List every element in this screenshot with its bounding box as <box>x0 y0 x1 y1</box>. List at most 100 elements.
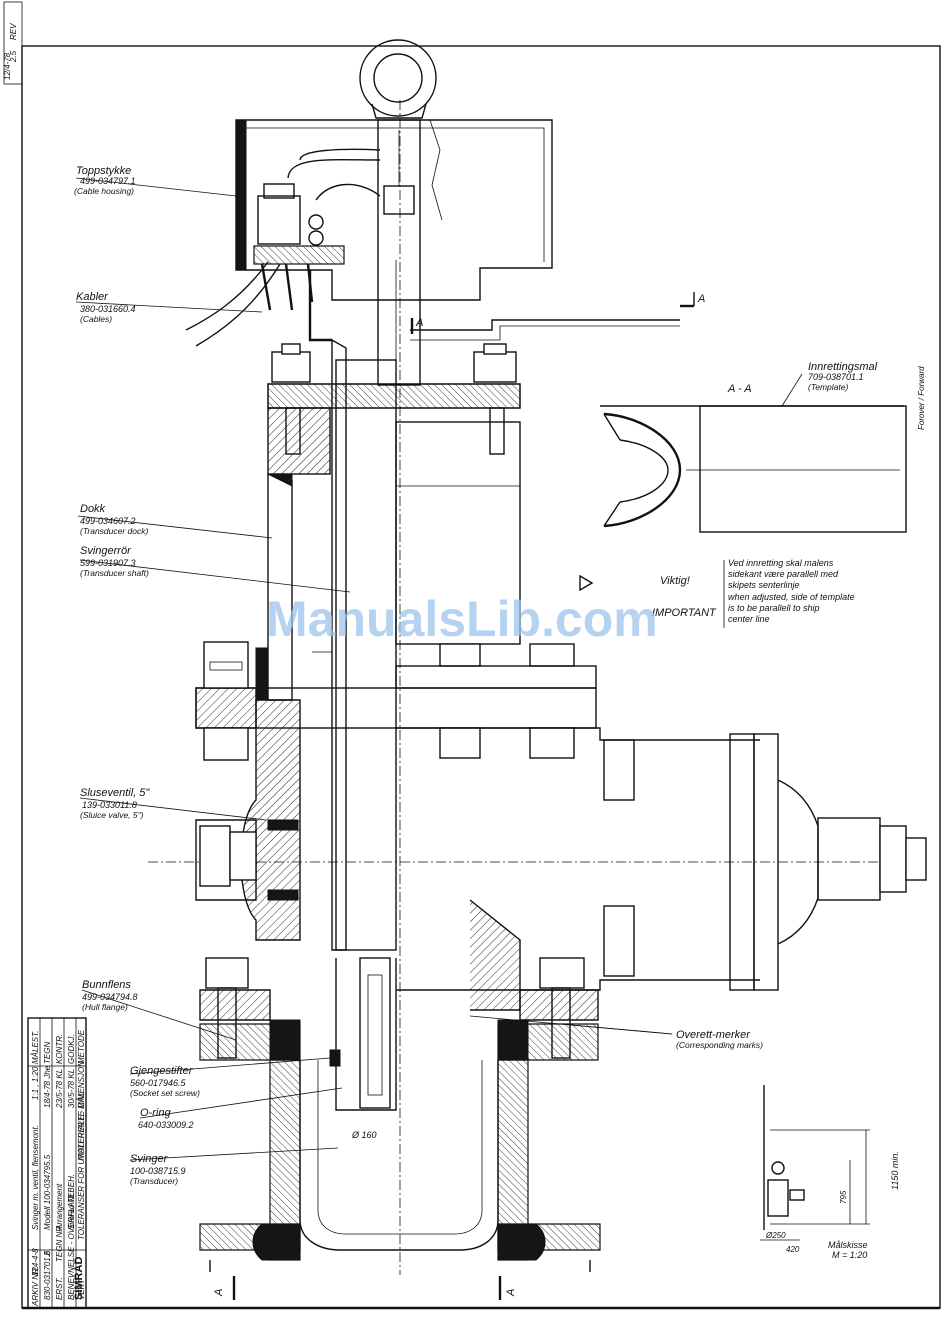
svg-text:(Template): (Template) <box>808 382 848 392</box>
svg-text:Svinger: Svinger <box>130 1153 169 1165</box>
dimension-labels: Ø 160 1150 min. 795 Ø250 420 Målskisse M… <box>351 1130 900 1260</box>
svg-text:O-ring: O-ring <box>140 1107 171 1119</box>
svg-text:(Hull flange): (Hull flange) <box>82 1002 128 1012</box>
dimension-sketch <box>760 1085 870 1241</box>
svg-text:640-033009.2: 640-033009.2 <box>138 1120 194 1130</box>
drawing-border <box>21 45 941 1310</box>
svg-text:ARKIV NR.: ARKIV NR. <box>31 1266 40 1307</box>
svg-text:Bunnflens: Bunnflens <box>82 979 131 991</box>
svg-text:(Cables): (Cables) <box>80 314 112 324</box>
svg-text:is to be parallell to ship: is to be parallell to ship <box>728 603 820 613</box>
callout-kabler: Kabler 380-031660.4 (Cables) <box>76 291 136 324</box>
svg-text:Arrangement: Arrangement <box>55 1183 64 1231</box>
svg-text:830-031701.6: 830-031701.6 <box>43 1250 52 1300</box>
svg-text:KONTR.: KONTR. <box>55 1034 64 1064</box>
svg-text:139-033011.8: 139-033011.8 <box>82 800 137 810</box>
svg-text:Målskisse: Målskisse <box>828 1240 868 1250</box>
transducer-shaft <box>331 338 397 1111</box>
svg-text:GODKJ.: GODKJ. <box>67 1034 76 1064</box>
section-a-a-view <box>600 405 907 533</box>
svg-text:when adjusted, side of templat: when adjusted, side of template <box>728 592 855 602</box>
svg-text:A - A: A - A <box>727 383 752 395</box>
svg-text:skipets senterlinje: skipets senterlinje <box>728 580 800 590</box>
svg-text:100-038715.9: 100-038715.9 <box>130 1166 186 1176</box>
svg-text:499-034797.1: 499-034797.1 <box>80 176 136 186</box>
svg-text:M = 1:20: M = 1:20 <box>832 1250 867 1260</box>
callout-toppstykke: Toppstykke 499-034797.1 (Cable housing) <box>74 165 136 196</box>
cable-housing <box>235 119 553 311</box>
title-block: MÅLEST. 1:1 , 1:20 TEGN 18/4-78 Jhe KONT… <box>27 1017 87 1309</box>
svg-text:MATERIALE - DIMENSJON: MATERIALE - DIMENSJON <box>77 1061 86 1160</box>
svg-text:709-038701.1: 709-038701.1 <box>808 372 864 382</box>
svg-text:BENEVNELSE - OVERFLATEBEH.: BENEVNELSE - OVERFLATEBEH. <box>67 1174 76 1300</box>
svg-text:Ø 160: Ø 160 <box>351 1130 377 1140</box>
svg-text:499-034607.2: 499-034607.2 <box>80 516 136 526</box>
svg-text:A: A <box>213 1289 225 1297</box>
callout-dokk: Dokk 499-034607.2 (Transducer dock) <box>80 503 149 536</box>
section-labels: A - A A A A A Forover / Forward <box>213 293 926 1297</box>
svg-text:Forover / Forward: Forover / Forward <box>917 366 926 430</box>
svg-text:(Transducer shaft): (Transducer shaft) <box>80 568 149 578</box>
valve-upper-flange <box>195 641 597 761</box>
revision-block: REV 2.5 12/4-78 <box>3 1 23 85</box>
svg-text:IMPORTANT: IMPORTANT <box>652 607 717 619</box>
callout-overett: Overett-merker (Corresponding marks) <box>676 1029 763 1050</box>
callout-innrettingsmal: Innrettingsmal 709-038701.1 (Template) <box>808 361 878 392</box>
svg-text:(Socket set screw): (Socket set screw) <box>130 1088 200 1098</box>
lifting-eye <box>359 39 437 119</box>
svg-text:(Transducer): (Transducer) <box>130 1176 178 1186</box>
svg-text:420: 420 <box>786 1245 800 1254</box>
svg-text:Dokk: Dokk <box>80 503 106 515</box>
svg-text:REV: REV <box>9 23 18 40</box>
svg-text:560-017946.5: 560-017946.5 <box>130 1078 187 1088</box>
callout-sluseventil: Sluseventil, 5" 139-033011.8 (Sluice val… <box>80 787 150 820</box>
svg-text:Innrettingsmal: Innrettingsmal <box>808 361 878 373</box>
svg-text:ERST.: ERST. <box>55 1277 64 1300</box>
svg-text:A: A <box>505 1289 517 1297</box>
svg-text:Overett-merker: Overett-merker <box>676 1029 751 1041</box>
svg-text:124-4-8: 124-4-8 <box>31 1248 40 1276</box>
svg-text:(Sluice valve, 5"): (Sluice valve, 5") <box>80 810 144 820</box>
svg-text:Toppstykke: Toppstykke <box>76 165 131 177</box>
svg-text:Svinger m. ventil, flensemont.: Svinger m. ventil, flensemont. <box>31 1125 40 1230</box>
svg-text:A: A <box>697 293 705 305</box>
svg-text:30/5-78 KL: 30/5-78 KL <box>67 1069 76 1108</box>
transducer-housing <box>199 1049 601 1272</box>
svg-text:Simrad NL: Simrad NL <box>67 1192 76 1230</box>
svg-text:599-031907.3: 599-031907.3 <box>80 558 136 568</box>
svg-text:2: 2 <box>43 1251 52 1257</box>
svg-text:499-034794.8: 499-034794.8 <box>82 992 138 1002</box>
svg-text:Viktig!: Viktig! <box>660 575 690 587</box>
svg-text:Gjengestifter: Gjengestifter <box>130 1065 194 1077</box>
svg-text:VEKT: VEKT <box>77 1278 86 1300</box>
svg-text:METODE: METODE <box>77 1029 86 1064</box>
sluice-valve <box>195 699 927 1011</box>
svg-text:TEGN: TEGN <box>43 1042 52 1064</box>
callout-bunnflens: Bunnflens 499-034794.8 (Hull flange) <box>82 979 138 1012</box>
svg-text:center line: center line <box>728 614 770 624</box>
svg-text:380-031660.4: 380-031660.4 <box>80 304 136 314</box>
svg-text:1150 min.: 1150 min. <box>890 1151 900 1190</box>
svg-text:2.5: 2.5 <box>9 50 18 63</box>
svg-text:sidekant være parallell med: sidekant være parallell med <box>728 569 839 579</box>
svg-text:18/4-78 Jhe: 18/4-78 Jhe <box>43 1065 52 1108</box>
svg-text:Kabler: Kabler <box>76 291 109 303</box>
callout-oring: O-ring 640-033009.2 <box>138 1107 194 1130</box>
svg-text:A: A <box>415 317 423 329</box>
svg-text:(Transducer dock): (Transducer dock) <box>80 526 149 536</box>
callout-gjengestifter: Gjengestifter 560-017946.5 (Socket set s… <box>130 1065 200 1098</box>
section-markers <box>232 292 695 1300</box>
watermark: ManualsLib.com <box>266 591 658 647</box>
hull-flange <box>199 957 599 1061</box>
cables <box>185 261 281 347</box>
center-lines <box>148 100 900 1275</box>
svg-text:Ø250: Ø250 <box>765 1231 786 1240</box>
svg-text:12/4-78: 12/4-78 <box>3 52 12 80</box>
svg-text:TOLERANSER FOR UTOLERERTE MÅL: TOLERANSER FOR UTOLERERTE MÅL <box>77 1092 86 1240</box>
svg-text:MÅLEST.: MÅLEST. <box>31 1031 40 1065</box>
callout-svinger: Svinger 100-038715.9 (Transducer) <box>130 1153 186 1186</box>
svg-text:1:1 , 1:20: 1:1 , 1:20 <box>31 1066 40 1100</box>
svg-text:Ved innretting skal malens: Ved innretting skal malens <box>728 558 834 568</box>
svg-text:SIMRAD: SIMRAD <box>73 1257 85 1300</box>
